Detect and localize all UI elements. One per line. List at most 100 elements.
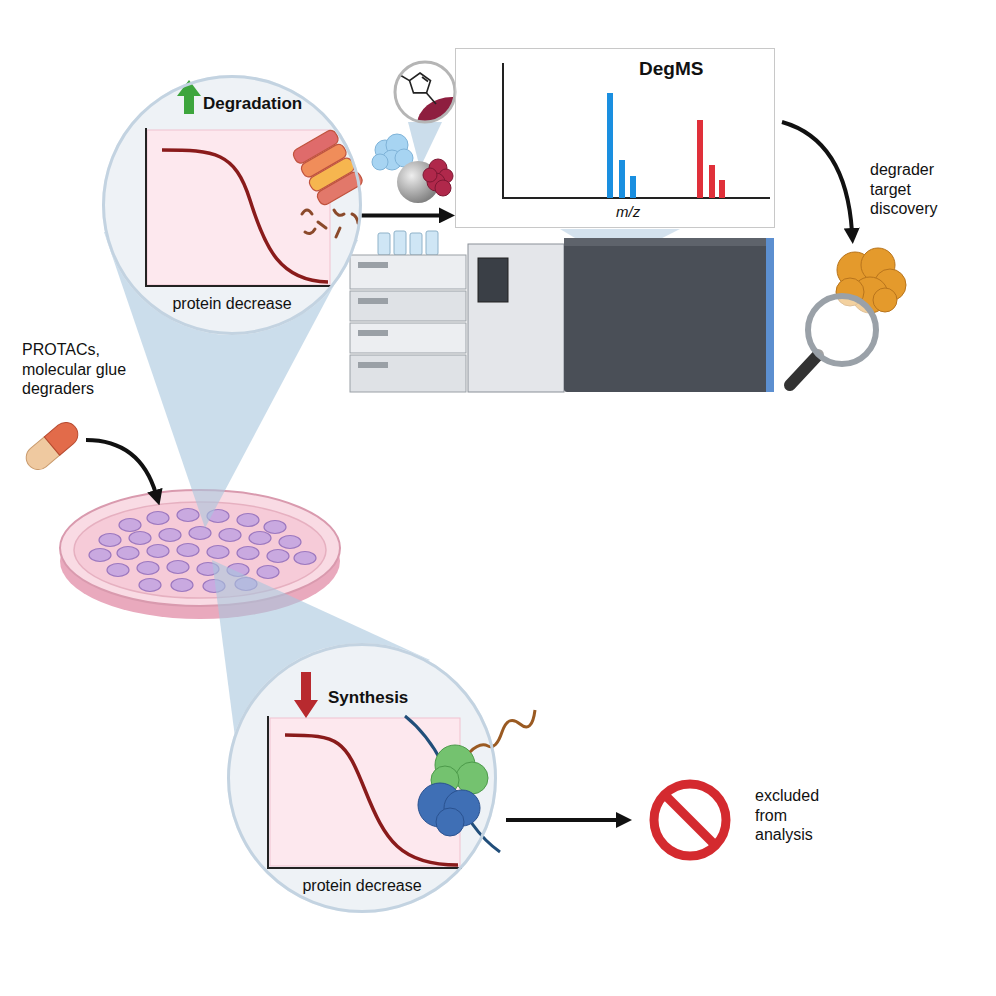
circle-outline [104, 77, 361, 334]
cell [129, 532, 151, 545]
cell [219, 529, 241, 542]
annotation-label: PROTACs, molecular glue degraders [22, 340, 150, 399]
cell [264, 521, 286, 534]
cell [139, 579, 161, 592]
node-heading-holder: Degradation [203, 94, 302, 115]
prohibition-bar [665, 795, 716, 846]
node-text-holder: protein decrease [172, 294, 291, 314]
cell [171, 579, 193, 592]
cell [189, 527, 211, 540]
lc-module [350, 355, 466, 392]
node-heading: Degradation [203, 94, 302, 115]
node-heading: Synthesis [328, 688, 408, 709]
flow-arrow [362, 213, 443, 217]
fragment [352, 214, 358, 223]
cell [267, 550, 289, 563]
ms-top [564, 238, 774, 246]
cell [147, 545, 169, 558]
node-text: m/z [616, 203, 640, 221]
annotation-label-holder: degrader target discovery [870, 160, 958, 219]
protein-lobe [423, 168, 437, 182]
zoom-bubble-rim [395, 62, 455, 122]
fragment [334, 210, 344, 215]
peak [719, 180, 725, 198]
cell [117, 547, 139, 560]
spectrum-box: DegMS m/z [455, 48, 775, 228]
triazole [400, 73, 436, 104]
prohibition-sign [654, 784, 726, 856]
annotation-label-holder: excluded from analysis [755, 786, 835, 845]
circle-outline [229, 645, 496, 912]
annotation-label: degrader target discovery [870, 160, 958, 219]
peak [630, 176, 636, 198]
fragment [318, 222, 326, 228]
lc-system [350, 231, 466, 392]
solvent-bottle [426, 231, 438, 255]
magnifier-handle [790, 355, 818, 385]
lc-detail [358, 298, 388, 304]
cell [257, 566, 279, 579]
solvent-bottle [378, 233, 390, 255]
node-text-holder: protein decrease [302, 876, 421, 896]
node-text-holder: m/z [616, 203, 640, 221]
cell [237, 514, 259, 527]
lc-module [350, 323, 466, 353]
cells [89, 509, 316, 593]
cell [177, 544, 199, 557]
solvent-bottle [410, 233, 422, 255]
peak [607, 93, 613, 198]
cell [107, 564, 129, 577]
double-bond [422, 77, 428, 82]
solvent-bottle [394, 231, 406, 255]
node-heading: DegMS [639, 57, 703, 80]
flow-arrow [506, 818, 620, 822]
ribosome-lobe [436, 808, 464, 836]
cell [237, 547, 259, 560]
cell [119, 519, 141, 532]
bond [427, 93, 437, 104]
cell [279, 536, 301, 549]
triazole-ring [410, 73, 431, 93]
peptide-fragments [302, 210, 358, 237]
flow-arrow [86, 440, 156, 494]
cell [137, 562, 159, 575]
zoom-circle-fill [102, 75, 362, 335]
chart-axes [268, 716, 462, 868]
zoom-circle: Synthesis protein decrease [227, 643, 497, 913]
protein-lobe [435, 180, 451, 196]
cell [89, 549, 111, 562]
lc-detail [358, 362, 388, 368]
fragment [336, 228, 340, 237]
zoom-circle: Degradation protein decrease [102, 75, 362, 335]
cell [147, 512, 169, 525]
magnifier-lens [808, 296, 876, 364]
ms-stripe [766, 238, 774, 392]
protein-red [423, 159, 453, 196]
fragment [305, 229, 315, 233]
down-arrow [294, 672, 318, 718]
peak [697, 120, 703, 198]
node-heading-holder: Synthesis [328, 688, 408, 709]
cell [167, 561, 189, 574]
peak [619, 160, 625, 198]
fragment [302, 210, 312, 214]
capsule-half [44, 418, 82, 456]
node-text: protein decrease [172, 294, 291, 314]
cell [294, 552, 316, 565]
node-heading-holder: DegMS [639, 57, 703, 80]
proteasome [291, 128, 364, 207]
zoom-circle-fill [227, 643, 497, 913]
cell [99, 534, 121, 547]
cell [207, 546, 229, 559]
dish-medium [74, 502, 326, 598]
peaks-blue [607, 93, 636, 198]
ribosome-large [418, 783, 480, 836]
cell [249, 532, 271, 545]
protein-lobe [372, 154, 388, 170]
ribosome-lobe [456, 762, 488, 794]
mass-spectrometer [468, 238, 774, 392]
annotation-label-holder: PROTACs, molecular glue degraders [22, 340, 150, 399]
peaks-red [697, 120, 725, 198]
peak [709, 165, 715, 198]
